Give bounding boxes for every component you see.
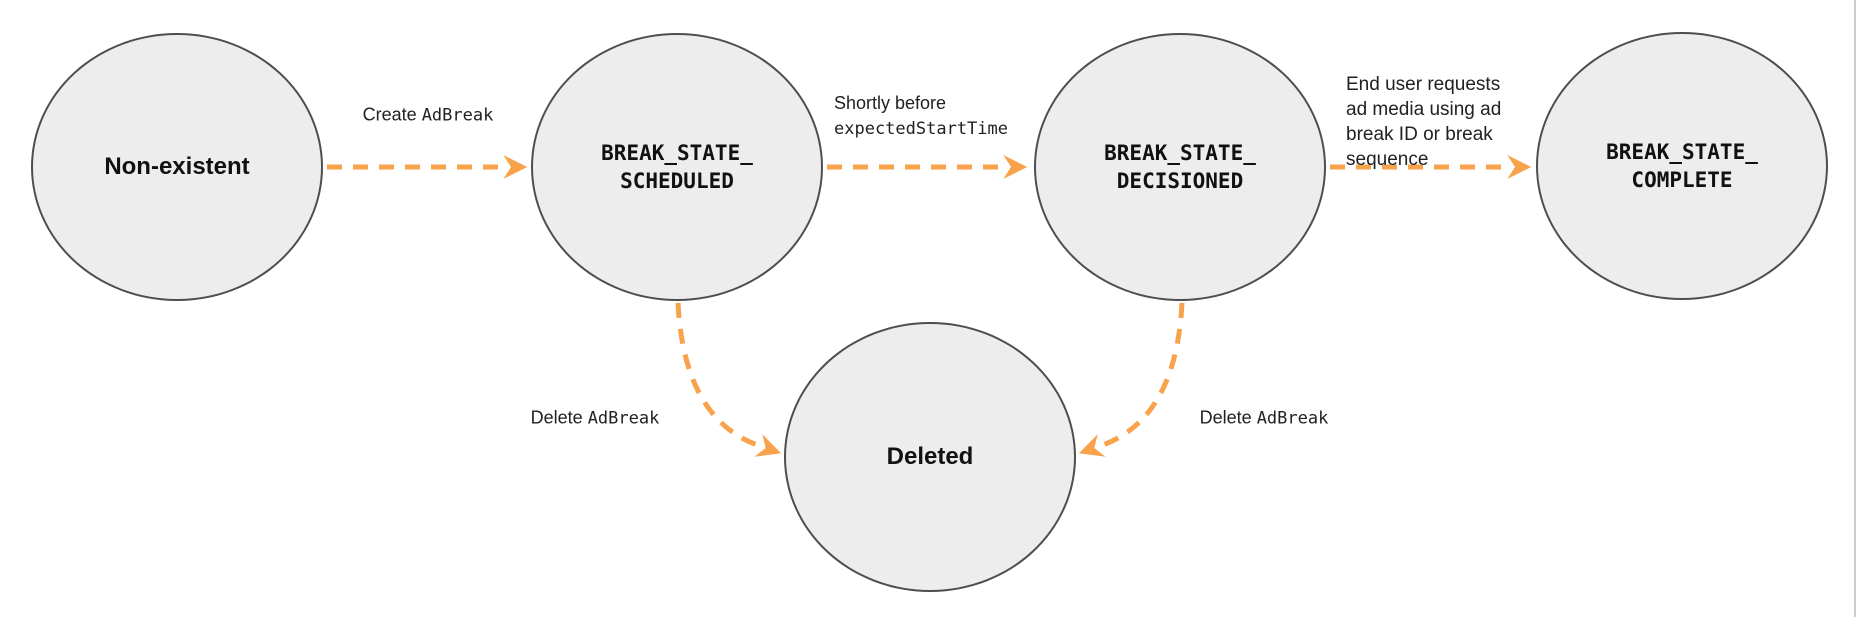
edge-label-delete-adbreak-left: Delete AdBreak xyxy=(531,405,660,432)
state-node-non-existent: Non-existent xyxy=(31,33,323,301)
state-node-break-state-scheduled: BREAK_STATE_ SCHEDULED xyxy=(531,33,823,301)
state-node-label: BREAK_STATE_ SCHEDULED xyxy=(601,141,753,193)
edge-label-shortly-before: Shortly before expectedStartTime xyxy=(834,90,1008,142)
edge-label-end-user-requests: End user requests ad media using ad brea… xyxy=(1346,47,1501,172)
state-node-deleted: Deleted xyxy=(784,322,1076,592)
edge-label-text: Delete xyxy=(1199,407,1257,428)
edge-label-text: End user requests ad media using ad brea… xyxy=(1346,74,1502,170)
edge-label-delete-adbreak-right: Delete AdBreak xyxy=(1200,405,1329,432)
edge-label-text: Shortly before xyxy=(834,93,947,113)
state-node-label: BREAK_STATE_ COMPLETE xyxy=(1606,140,1758,192)
edge-delete-adbreak-from-decisioned xyxy=(1078,302,1185,457)
edge-label-create-adbreak: Create AdBreak xyxy=(363,102,494,129)
edge-label-text: Delete xyxy=(530,407,588,428)
edge-delete-adbreak-from-scheduled xyxy=(675,302,782,457)
edge-label-code: AdBreak xyxy=(1256,408,1329,429)
state-node-break-state-decisioned: BREAK_STATE_ DECISIONED xyxy=(1034,33,1326,301)
state-node-label: BREAK_STATE_ DECISIONED xyxy=(1104,141,1256,193)
edge-label-code: AdBreak xyxy=(587,408,660,429)
state-node-label: Non-existent xyxy=(104,153,250,180)
edge-label-code: AdBreak xyxy=(421,105,494,126)
state-node-label: Deleted xyxy=(886,443,974,470)
edge-label-code: expectedStartTime xyxy=(834,119,1008,139)
edge-label-text: Create xyxy=(362,104,422,125)
state-node-break-state-complete: BREAK_STATE_ COMPLETE xyxy=(1536,32,1828,300)
page-right-border xyxy=(1854,0,1856,617)
